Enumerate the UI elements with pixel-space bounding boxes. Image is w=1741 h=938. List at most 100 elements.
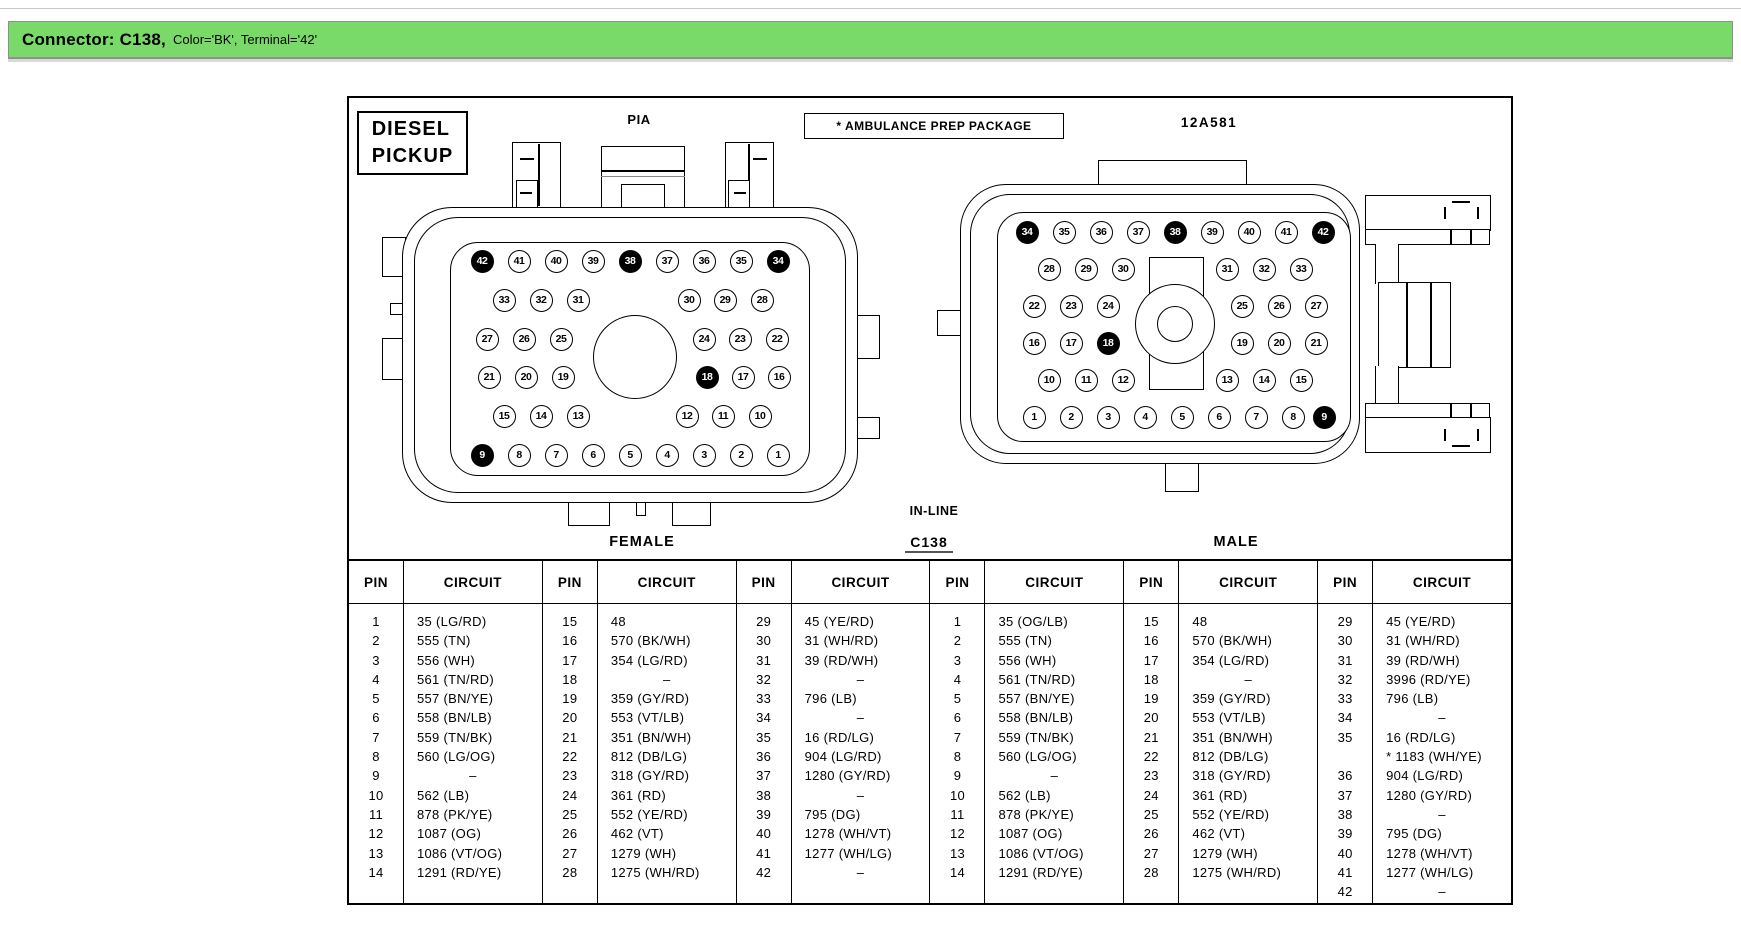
pin-30: 30 <box>677 288 701 312</box>
circuit-cell: 559 (TN/BK) <box>998 729 1075 745</box>
pin-cell: 12 <box>368 826 384 842</box>
female-latch-right-sub-tick <box>734 192 746 194</box>
diesel-label-line1: DIESEL <box>371 118 450 140</box>
pin-40: 40 <box>1237 220 1261 244</box>
circuit-cell: 354 (LG/RD) <box>1192 652 1270 668</box>
circuit-cell: 1279 (WH) <box>1192 845 1258 861</box>
circuit-cell: 557 (BN/YE) <box>417 691 494 707</box>
circuit-cell: 904 (LG/RD) <box>1386 768 1464 784</box>
pin-header: PIN <box>736 561 791 604</box>
diesel-pickup-label-box: DIESEL PICKUP <box>357 111 468 175</box>
female-latch-center-line1 <box>601 170 685 172</box>
circuit-cell: 1291 (RD/YE) <box>417 864 502 880</box>
pin-cell: 40 <box>756 826 772 842</box>
female-latch-left-line <box>538 144 540 206</box>
pin-cell: 19 <box>562 691 578 707</box>
female-latch-center-sub <box>621 184 665 208</box>
pin-11: 11 <box>1074 368 1098 392</box>
pin-2: 2 <box>729 443 753 467</box>
pin-cell: 1 <box>372 614 380 629</box>
pin-1: 1 <box>766 443 790 467</box>
pin-25: 25 <box>1230 294 1254 318</box>
pin-cell: 20 <box>1143 710 1159 726</box>
male-bracket-top-bar-div2 <box>1470 229 1472 245</box>
circuit-cell: 1280 (GY/RD) <box>804 768 891 784</box>
female-bottom-tab2 <box>672 500 711 526</box>
circuit-cell: 16 (RD/LG) <box>1386 729 1456 745</box>
pin-cell: 8 <box>953 749 962 765</box>
pin-cell: 4 <box>372 671 380 687</box>
pin-cell: 35 <box>1337 729 1353 745</box>
pin-38: 38 <box>618 249 642 273</box>
circuit-cell: 1277 (WH/LG) <box>1386 864 1474 880</box>
pin-9: 9 <box>470 443 494 467</box>
pin-cell: 30 <box>1337 633 1353 649</box>
male-bracket-top-flag <box>1365 195 1491 231</box>
circuit-cell: 39 (RD/WH) <box>1386 652 1460 668</box>
pin-cell: 5 <box>372 691 380 707</box>
pin-26: 26 <box>512 327 536 351</box>
circuit-cell: 878 (PK/YE) <box>998 806 1075 822</box>
pin-13: 13 <box>566 404 590 428</box>
pin-34: 34 <box>766 249 790 273</box>
male-bracket-bottom-tick2 <box>1477 429 1479 441</box>
pin-39: 39 <box>581 249 605 273</box>
pin-10: 10 <box>748 404 772 428</box>
circuit-cell: 45 (YE/RD) <box>1386 614 1456 629</box>
circuit-cell: 35 (OG/LB) <box>998 614 1068 629</box>
pin-cell <box>1318 747 1372 766</box>
pin-cell: 29 <box>1337 614 1353 629</box>
pin-22: 22 <box>1022 294 1046 318</box>
circuit-cell: 553 (VT/LB) <box>610 710 685 726</box>
circuit-cell: 812 (DB/LG) <box>610 749 688 765</box>
circuit-cell: 3996 (RD/YE) <box>1386 671 1471 687</box>
female-side-bump-right2 <box>856 417 880 439</box>
circuit-cell: 1087 (OG) <box>417 826 482 842</box>
pin-cell: 26 <box>1143 826 1159 842</box>
pin-cell: 20 <box>562 710 578 726</box>
pin-cell: 25 <box>562 806 578 822</box>
male-bracket-stem-top <box>1375 244 1399 284</box>
male-bracket-bottom-bar-div2 <box>1470 403 1472 419</box>
circuit-header: CIRCUIT <box>1179 561 1318 604</box>
male-bracket-top-tick1 <box>1444 207 1446 219</box>
circuit-cell: 1087 (OG) <box>998 826 1063 842</box>
circuit-cell: 351 (BN/WH) <box>610 729 692 745</box>
circuit-cell: 354 (LG/RD) <box>610 652 688 668</box>
pin-22: 22 <box>765 327 789 351</box>
pin-32: 32 <box>1252 257 1276 281</box>
pin-header: PIN <box>930 561 985 604</box>
circuit-cell: 795 (DG) <box>804 806 861 822</box>
male-bottom-notch <box>1165 462 1199 492</box>
circuit-cell: 904 (LG/RD) <box>804 749 882 765</box>
circuit-cell: 16 (RD/LG) <box>804 729 875 745</box>
pin-5: 5 <box>618 443 642 467</box>
pin-24: 24 <box>692 327 716 351</box>
pin-29: 29 <box>1074 257 1098 281</box>
pin-26: 26 <box>1267 294 1291 318</box>
circuit-cell: 812 (DB/LG) <box>1192 749 1269 765</box>
pin-17: 17 <box>1059 331 1083 355</box>
circuit-cell: – <box>1438 806 1446 822</box>
connector-title: Connector: C138, <box>22 29 166 49</box>
male-bracket-top-tick2 <box>1477 207 1479 219</box>
male-center-ring-inner <box>1157 306 1193 342</box>
circuit-cell: 795 (DG) <box>1386 826 1443 842</box>
circuit-cell: 1275 (WH/RD) <box>610 864 700 880</box>
pin-35: 35 <box>729 249 753 273</box>
pin-37: 37 <box>1126 220 1150 244</box>
male-bracket-bottom-tick1 <box>1444 429 1446 441</box>
pin-cell: 10 <box>949 787 966 803</box>
pin-18: 18 <box>695 365 719 389</box>
circuit-cell: 561 (TN/RD) <box>998 671 1076 687</box>
circuit-cell: 318 (GY/RD) <box>1192 768 1271 784</box>
pin-21: 21 <box>1304 331 1328 355</box>
circuit-cell: – <box>662 671 671 687</box>
pin-cell: 41 <box>756 845 772 861</box>
